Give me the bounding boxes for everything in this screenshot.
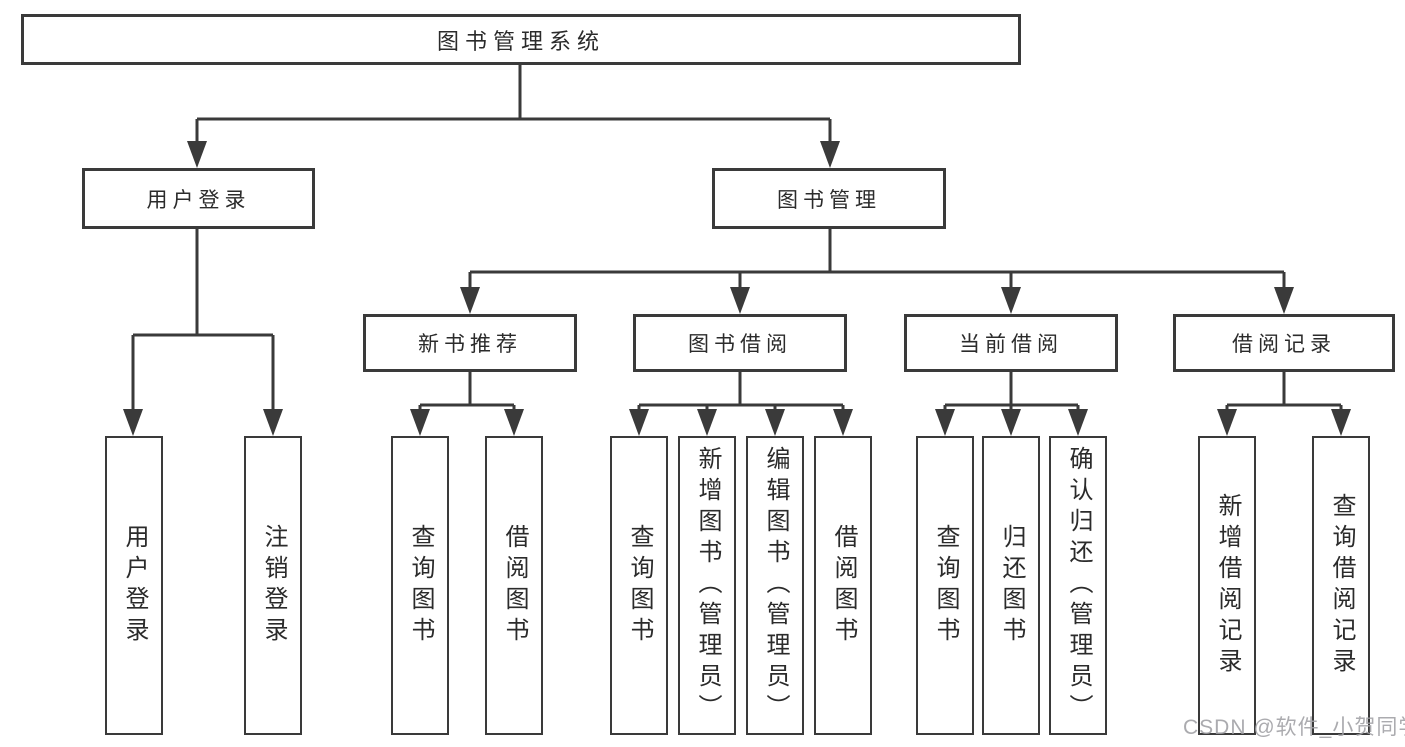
node-label: 图书管理 — [777, 188, 881, 212]
leaf-label: 确认归还（管理员） — [1065, 446, 1092, 725]
node-book-management: 图书管理 — [712, 168, 946, 229]
leaf-label: 用户登录 — [121, 523, 148, 648]
leaf-label: 借阅图书 — [501, 523, 528, 648]
leaf-query-books-1: 查询图书 — [391, 436, 449, 735]
leaf-label: 归还图书 — [998, 523, 1025, 648]
leaf-label: 查询图书 — [932, 523, 959, 648]
leaf-label: 新增借阅记录 — [1214, 492, 1241, 679]
leaf-add-borrow-record: 新增借阅记录 — [1198, 436, 1256, 735]
leaf-label: 查询借阅记录 — [1328, 492, 1355, 679]
leaf-return-books: 归还图书 — [982, 436, 1040, 735]
leaf-label: 新增图书（管理员） — [694, 446, 721, 725]
leaf-borrow-books-2: 借阅图书 — [814, 436, 872, 735]
arrowheads — [123, 141, 1351, 436]
node-label: 借阅记录 — [1232, 333, 1336, 356]
leaf-label: 查询图书 — [407, 523, 434, 648]
leaf-borrow-books-1: 借阅图书 — [485, 436, 543, 735]
leaf-label: 查询图书 — [626, 523, 653, 648]
node-user-login: 用户登录 — [82, 168, 315, 229]
csdn-watermark: CSDN @软件_小贺同学 — [1183, 716, 1405, 739]
leaf-user-login: 用户登录 — [105, 436, 163, 735]
node-label: 图书管理系统 — [436, 28, 605, 54]
node-current-borrow: 当前借阅 — [904, 314, 1118, 372]
leaf-edit-books-admin: 编辑图书（管理员） — [746, 436, 804, 735]
leaf-logout: 注销登录 — [244, 436, 302, 735]
node-label: 用户登录 — [146, 188, 251, 212]
node-book-borrow: 图书借阅 — [633, 314, 847, 372]
node-label: 当前借阅 — [959, 333, 1063, 356]
leaf-query-borrow-record: 查询借阅记录 — [1312, 436, 1370, 735]
leaf-label: 编辑图书（管理员） — [762, 446, 789, 725]
node-new-book-recommend: 新书推荐 — [363, 314, 577, 372]
node-label: 图书借阅 — [688, 333, 792, 356]
leaf-query-books-2: 查询图书 — [610, 436, 668, 735]
leaf-label: 借阅图书 — [830, 523, 857, 648]
node-borrow-record: 借阅记录 — [1173, 314, 1395, 372]
leaf-label: 注销登录 — [260, 523, 287, 648]
leaf-query-books-3: 查询图书 — [916, 436, 974, 735]
leaf-add-books-admin: 新增图书（管理员） — [678, 436, 736, 735]
node-root-library-system: 图书管理系统 — [21, 14, 1021, 65]
node-label: 新书推荐 — [418, 333, 522, 356]
leaf-confirm-return-admin: 确认归还（管理员） — [1049, 436, 1107, 735]
